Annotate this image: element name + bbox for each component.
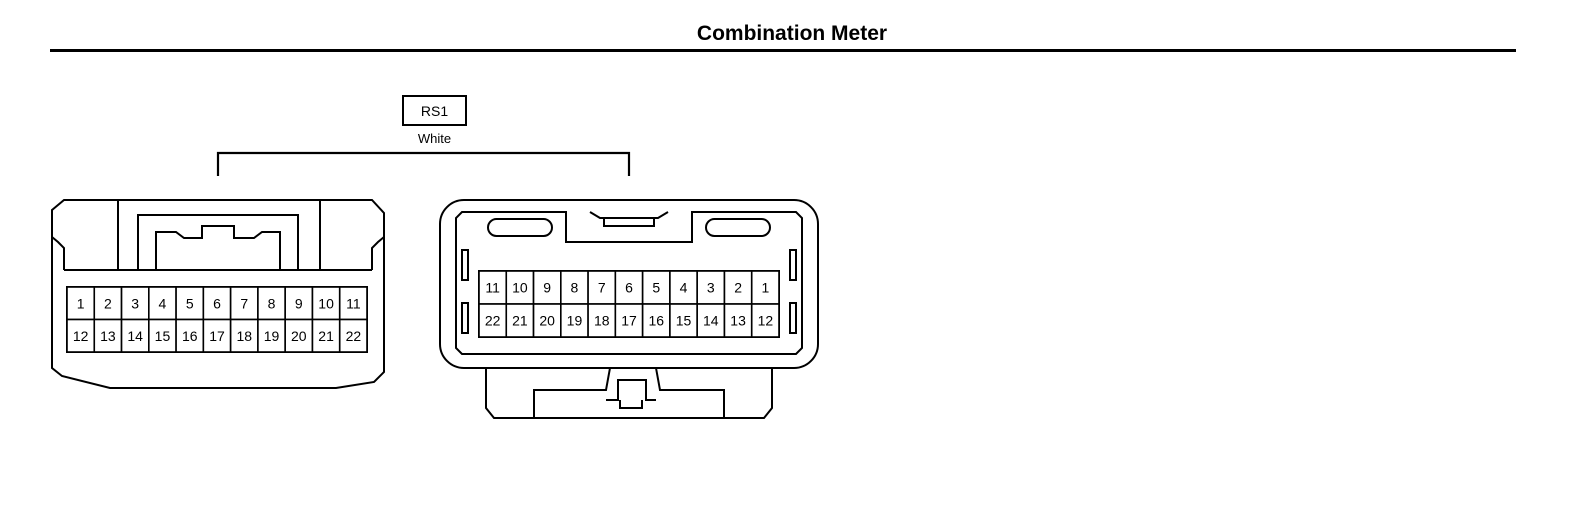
left-pin-label: 14: [127, 328, 143, 344]
left-housing: [51, 199, 385, 389]
left-pin-label: 7: [240, 295, 248, 311]
right-pin-label: 1: [761, 280, 769, 296]
left-pin-label: 5: [186, 295, 194, 311]
right-pin-label: 22: [485, 313, 501, 329]
left-pin-label: 19: [264, 328, 280, 344]
left-pin-label: 11: [346, 295, 361, 311]
right-pin-label: 2: [734, 280, 742, 296]
connector-label: RS1 White: [402, 95, 467, 146]
right-inner-rim: [455, 211, 803, 355]
left-pin-label: 1: [77, 295, 85, 311]
right-pin-label: 21: [512, 313, 528, 329]
left-pin-cell: [175, 286, 205, 321]
right-latch-tab: [606, 379, 656, 409]
right-pin-cell: [723, 303, 753, 338]
left-pin-label: 22: [346, 328, 362, 344]
right-pin-label: 20: [539, 313, 555, 329]
left-pin-label: 3: [131, 295, 139, 311]
left-pin-cell: [284, 318, 314, 353]
left-pin-label: 21: [318, 328, 334, 344]
left-pin-cell: [311, 318, 341, 353]
right-pin-label: 14: [703, 313, 719, 329]
right-pin-label: 18: [594, 313, 610, 329]
right-pin-label: 17: [621, 313, 637, 329]
right-guide-left-top: [461, 249, 469, 281]
left-pin-label: 4: [159, 295, 167, 311]
right-pin-label: 7: [598, 280, 606, 296]
left-pin-cell: [66, 318, 96, 353]
right-pin-label: 13: [730, 313, 746, 329]
left-pin-label: 10: [318, 295, 334, 311]
page-title: Combination Meter: [696, 22, 888, 45]
left-pin-cell: [148, 318, 177, 353]
left-pin-label: 17: [209, 328, 225, 344]
right-housing: [439, 199, 819, 369]
right-slot-left: [487, 218, 553, 237]
left-pin-cell: [202, 318, 232, 353]
right-guide-right-top: [789, 249, 797, 281]
left-pin-cell: [120, 286, 150, 321]
connector-bracket: [216, 151, 631, 176]
left-pin-label: 16: [182, 328, 198, 344]
left-pin-cell: [229, 318, 259, 353]
left-pin-cell: [120, 318, 150, 353]
right-latch-frame: [533, 367, 725, 418]
right-pin-label: 3: [707, 280, 715, 296]
right-latch-body: [485, 368, 773, 419]
right-pin-cell: [587, 303, 617, 338]
right-pin-cell: [532, 303, 562, 338]
connector-code: RS1: [421, 103, 448, 119]
right-pin-label: 10: [512, 280, 528, 296]
left-pin-label: 20: [291, 328, 307, 344]
left-pin-cell: [338, 318, 368, 353]
left-lock-frame: [137, 214, 299, 270]
left-pin-label: 6: [213, 295, 221, 311]
right-guide-right-bottom: [789, 302, 797, 334]
connector-code-box: [402, 95, 467, 126]
right-pin-label: 4: [680, 280, 688, 296]
left-pin-label: 9: [295, 295, 303, 311]
left-pin-label: 13: [100, 328, 116, 344]
right-pin-cell: [505, 303, 535, 338]
right-pin-label: 12: [758, 313, 774, 329]
right-pin-label: 5: [652, 280, 660, 296]
right-pin-cell: [478, 303, 508, 338]
right-slot-right: [705, 218, 771, 237]
right-pin-label: 11: [485, 280, 500, 296]
connector-color: White: [418, 131, 451, 146]
left-side-notches: [51, 236, 385, 270]
right-pin-label: 6: [625, 280, 633, 296]
right-pin-label: 8: [571, 280, 579, 296]
right-top-key: [589, 211, 669, 227]
right-pin-label: 16: [648, 313, 664, 329]
left-pin-label: 8: [268, 295, 276, 311]
right-pin-label: 9: [543, 280, 551, 296]
title-divider: [50, 49, 1516, 52]
right-pin-cell: [750, 303, 780, 338]
left-lock-rails: [117, 200, 321, 270]
right-guide-left-bottom: [461, 302, 469, 334]
right-pin-cell: [750, 270, 780, 305]
left-pin-label: 15: [155, 328, 171, 344]
right-pin-cell: [614, 270, 644, 305]
right-pin-cell: [560, 303, 589, 338]
left-pin-label: 12: [73, 328, 89, 344]
left-pin-cell: [148, 286, 177, 321]
left-pin-label: 2: [104, 295, 112, 311]
left-pin-label: 18: [236, 328, 252, 344]
right-pin-label: 19: [567, 313, 583, 329]
left-lock-tab: [155, 225, 281, 270]
right-pin-label: 15: [676, 313, 692, 329]
right-pin-cell: [669, 270, 698, 305]
